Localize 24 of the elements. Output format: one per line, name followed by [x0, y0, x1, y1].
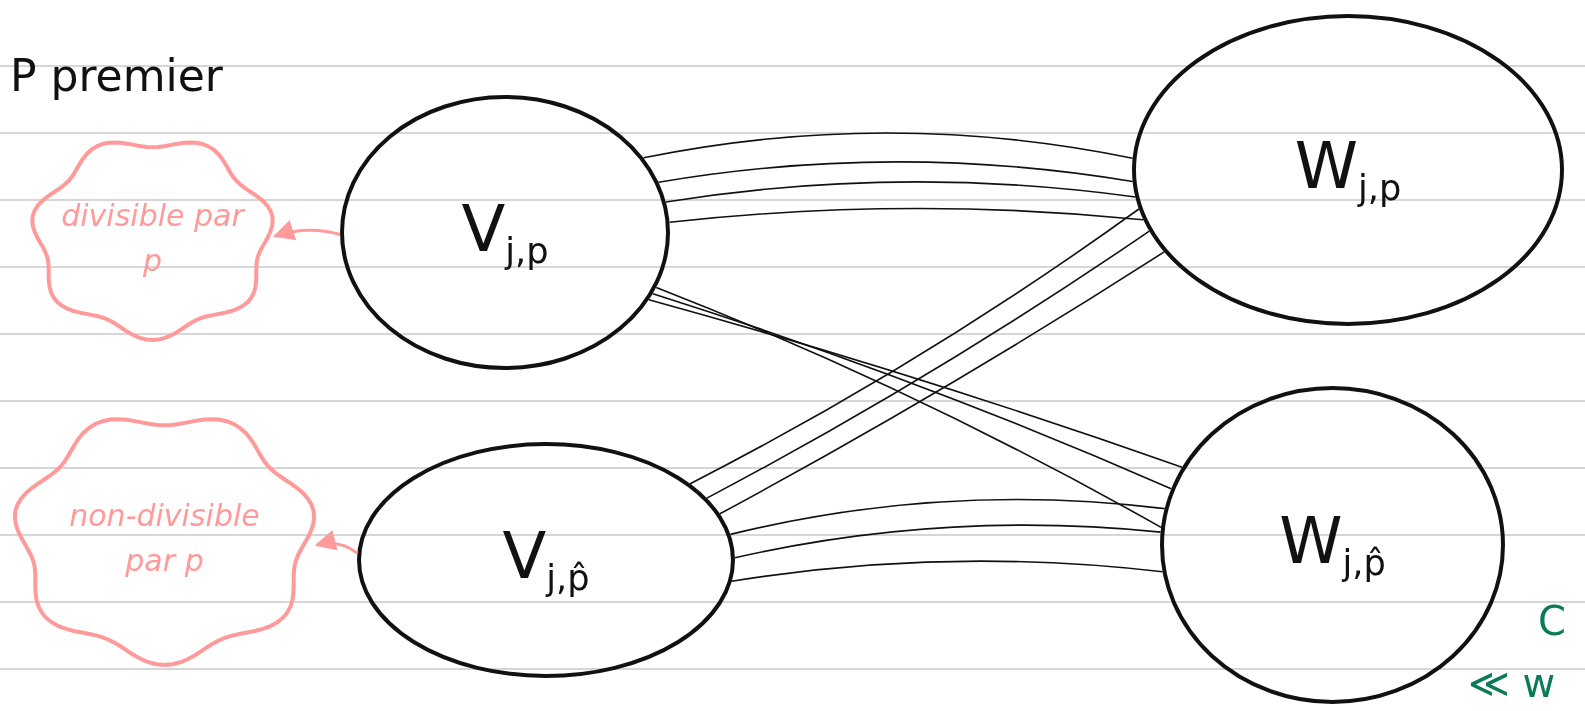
math-label: W$_{j,p}$ [1294, 134, 1402, 206]
connector-line [642, 132, 1134, 159]
handwritten-note: ≪ w [1468, 660, 1556, 706]
arrow [314, 530, 359, 555]
connector-line [706, 230, 1151, 499]
handwritten-note: non-divisible par p [68, 496, 261, 580]
arrow [273, 220, 341, 241]
math-label: V$_{j,p̂}$ [502, 524, 590, 596]
math-label: W$_{j,p̂}$ [1279, 509, 1386, 581]
handwritten-note: C [1538, 598, 1566, 644]
connector-line [655, 286, 1162, 529]
handwritten-note: P premier [10, 50, 223, 101]
connector-line [652, 292, 1172, 490]
connector-line [719, 251, 1165, 515]
connector-line [668, 207, 1144, 224]
connector-line [657, 161, 1134, 184]
math-label: V$_{j,p}$ [461, 196, 549, 269]
connector-line [665, 181, 1137, 203]
connector-line [734, 524, 1162, 559]
connector-line [729, 498, 1166, 536]
connector-line [731, 560, 1164, 582]
connector-line [689, 208, 1140, 485]
connector-line [648, 299, 1183, 468]
handwritten-note: divisible par p [60, 196, 247, 280]
